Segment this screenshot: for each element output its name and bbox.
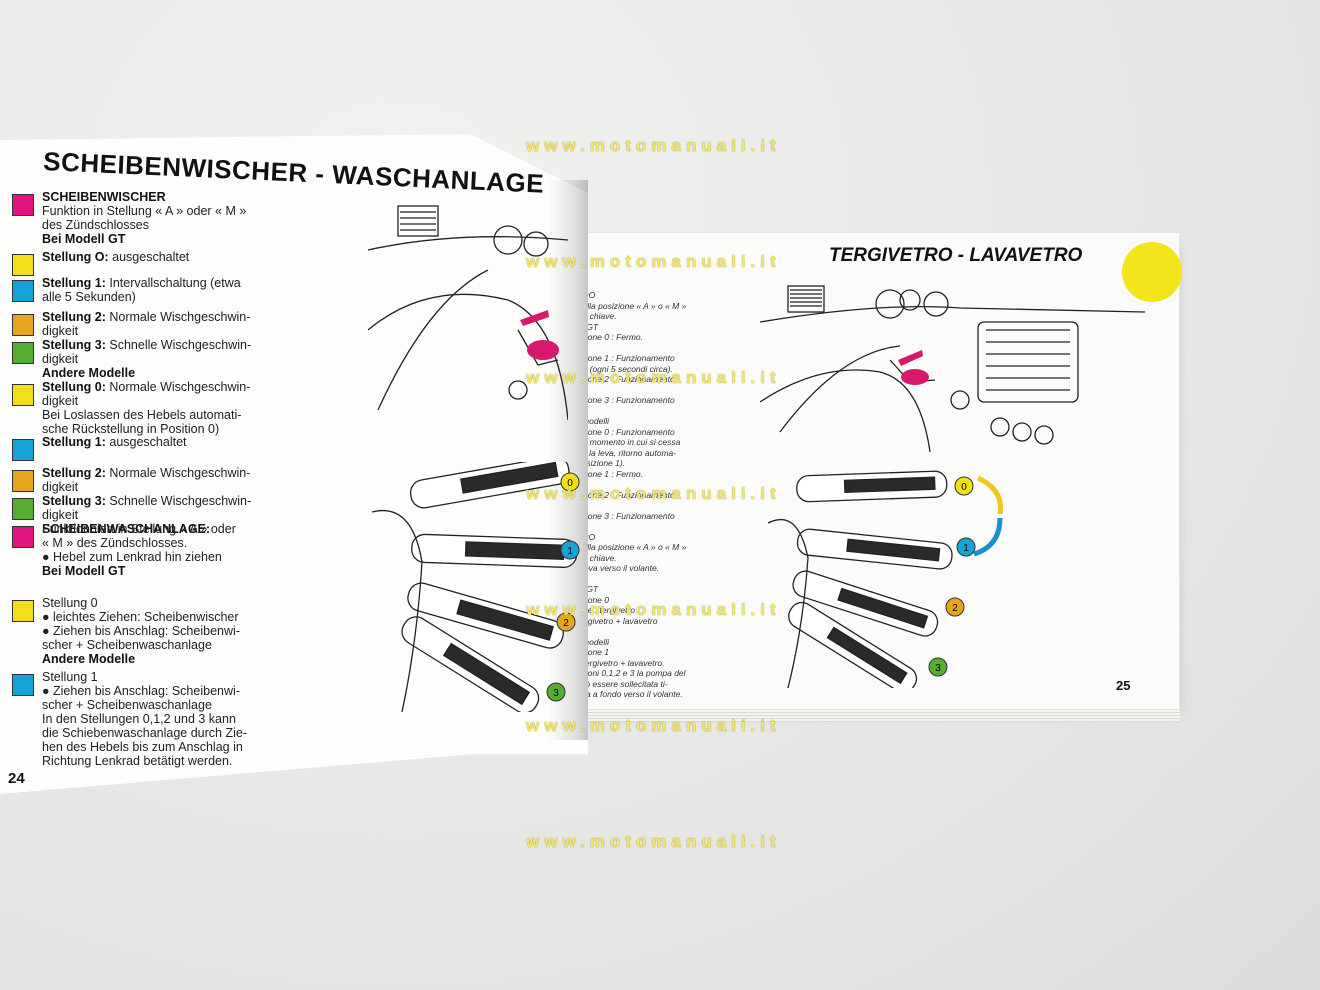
instruction-text: Stellung 2: Normale Wischgeschwin-digkei… bbox=[42, 310, 251, 338]
dashboard-illustration-left bbox=[368, 205, 568, 420]
italian-text-line: posizione 2 : Funzionamento bbox=[566, 489, 675, 500]
color-swatch bbox=[12, 280, 34, 302]
italian-text-line: altri modelli bbox=[566, 416, 609, 426]
italian-text-line: dello GT bbox=[566, 321, 599, 332]
instruction-text: Funktionniert in Stellung « A » oder« M … bbox=[42, 522, 236, 578]
italian-text-line: posizione 0 : Funzionamento bbox=[566, 426, 675, 437]
instruction-text: Stellung 3: Schnelle Wischgeschwin-digke… bbox=[42, 338, 252, 380]
italian-text-line: e (nel momento in cui si cessa bbox=[566, 437, 681, 447]
instruction-text: Stellung 0● leichtes Ziehen: Scheibenwis… bbox=[42, 596, 240, 666]
yellow-section-tab bbox=[1122, 242, 1182, 302]
color-swatch bbox=[12, 674, 34, 696]
italian-text-line: ntatto chiave. bbox=[566, 311, 617, 321]
color-swatch bbox=[12, 470, 34, 492]
color-swatch bbox=[12, 526, 34, 548]
instruction-text: Stellung 1● Ziehen bis Anschlag: Scheibe… bbox=[42, 670, 247, 768]
italian-text-line: posizione 3 : Funzionamento bbox=[566, 510, 675, 521]
watermark: www.motomanuali.it bbox=[526, 368, 781, 387]
watermark: www.motomanuali.it bbox=[526, 832, 781, 851]
page-stack-edge bbox=[560, 710, 1180, 722]
watermark: www.motomanuali.it bbox=[526, 716, 781, 735]
watermark: www.motomanuali.it bbox=[526, 252, 781, 271]
color-swatch bbox=[12, 498, 34, 520]
right-position-1: 1 bbox=[963, 543, 969, 554]
italian-text-line: o la leva verso il volante. bbox=[566, 563, 660, 573]
italian-text-line: rmente : tergivetro bbox=[566, 605, 635, 615]
color-swatch bbox=[12, 254, 34, 276]
instruction-text: Stellung 3: Schnelle Wischgeschwin-digke… bbox=[42, 494, 252, 536]
right-page-title: TERGIVETRO - LAVAVETRO bbox=[829, 245, 1083, 266]
wiper-stalk-diagram-left: 0 1 2 3 bbox=[372, 462, 580, 712]
watermark: www.motomanuali.it bbox=[526, 484, 781, 503]
italian-text-line: ro può essere sollecitata ti- bbox=[566, 678, 668, 689]
instruction-text: Stellung O: ausgeschaltet bbox=[42, 250, 190, 264]
italian-text-line: citare la leva, ritorno automa- bbox=[566, 447, 677, 458]
watermark: www.motomanuali.it bbox=[526, 136, 781, 155]
italian-text-line: lla posizione 1). bbox=[566, 458, 626, 468]
italian-text-line: na nella posizione « A » o « M » bbox=[566, 542, 687, 552]
italian-text-line: posizioni 0,1,2 e 3 la pompa del bbox=[566, 668, 686, 678]
italian-text-line: la leva a fondo verso il volante. bbox=[566, 689, 683, 699]
left-position-0: 0 bbox=[567, 478, 573, 489]
italian-text-line bbox=[566, 343, 738, 354]
watermark: www.motomanuali.it bbox=[526, 600, 781, 619]
left-position-2: 2 bbox=[563, 618, 569, 629]
italian-text-line: posizione 1 : Fermo. bbox=[566, 468, 644, 479]
instruction-text: Stellung 0: Normale Wischgeschwin-digkei… bbox=[42, 380, 251, 436]
italian-text-line: do : tergivetro + lavavetro. bbox=[566, 657, 665, 668]
color-swatch bbox=[12, 194, 34, 216]
color-swatch bbox=[12, 314, 34, 336]
italian-text-line: posizione 1 : Funzionamento bbox=[566, 353, 675, 363]
right-position-0: 0 bbox=[961, 482, 967, 493]
italian-text-line: posizione 2 : Funzionamento bbox=[566, 374, 675, 384]
right-position-2: 2 bbox=[952, 603, 958, 614]
color-swatch bbox=[12, 384, 34, 406]
italian-text-line: na nella posizione « A » o « M » bbox=[566, 300, 687, 311]
italian-text-line: o : tergivetro + lavavetro bbox=[566, 615, 658, 626]
right-page bbox=[560, 232, 1180, 722]
left-page-number: 24 bbox=[8, 770, 25, 787]
right-page-number: 25 bbox=[1116, 678, 1131, 693]
italian-text-line: rato. bbox=[566, 406, 738, 417]
italian-text-line: VETRO bbox=[566, 290, 738, 301]
left-position-3: 3 bbox=[553, 688, 559, 699]
color-swatch bbox=[12, 439, 34, 461]
wiper-stalk-diagram-right: 0 1 2 3 bbox=[768, 470, 1004, 688]
italian-text-line: ntatto chiave. bbox=[566, 552, 617, 563]
left-position-1: 1 bbox=[567, 546, 573, 557]
color-swatch bbox=[12, 600, 34, 622]
instruction-text: Stellung 1: ausgeschaltet bbox=[42, 435, 187, 449]
italian-text-line: posizione 0 : Fermo. bbox=[566, 332, 644, 342]
italian-text-line: posizione 3 : Funzionamento bbox=[566, 395, 675, 405]
right-position-3: 3 bbox=[935, 663, 941, 674]
dashboard-illustration-right bbox=[760, 285, 1145, 452]
color-swatch bbox=[12, 342, 34, 364]
italian-text-line: ttente (ogni 5 secondi circa). bbox=[566, 363, 673, 374]
instruction-text: Stellung 2: Normale Wischgeschwin-digkei… bbox=[42, 466, 251, 494]
